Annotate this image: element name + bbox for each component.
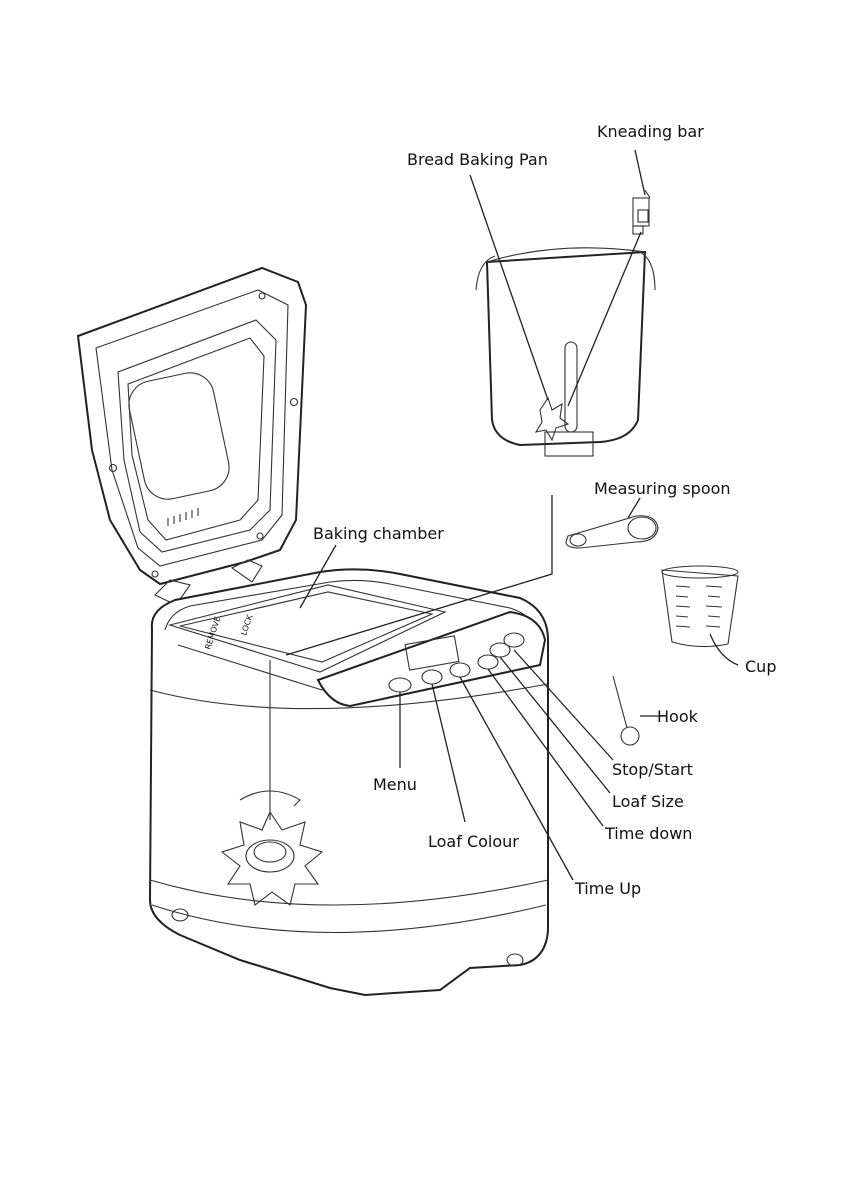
callout-labels: Kneading bar Bread Baking Pan Measuring … — [313, 122, 776, 898]
kneading-shaft — [220, 660, 324, 906]
measuring-cup-part — [661, 565, 739, 648]
measuring-spoon-part — [565, 515, 659, 549]
bread-baking-pan — [475, 247, 656, 457]
kneading-bar-label: Kneading bar — [597, 122, 704, 141]
stop-start-label: Stop/Start — [612, 760, 693, 779]
lid-vent-slots — [167, 508, 199, 526]
time-down-label: Time down — [604, 824, 692, 843]
baking-chamber-label: Baking chamber — [313, 524, 444, 543]
bread-baking-pan-label: Bread Baking Pan — [407, 150, 548, 169]
lcd-display — [404, 635, 460, 671]
measuring-spoon-label: Measuring spoon — [594, 479, 731, 498]
menu-label: Menu — [373, 775, 417, 794]
time-up-label: Time Up — [574, 879, 641, 898]
loaf-size-label: Loaf Size — [612, 792, 684, 811]
loaf-colour-label: Loaf Colour — [428, 832, 519, 851]
lid — [76, 266, 308, 586]
kneading-bar-part — [632, 189, 651, 235]
hook-label: Hook — [657, 707, 699, 726]
stop-start-button[interactable] — [503, 632, 525, 648]
cup-gradations — [675, 585, 723, 628]
lid-window — [128, 372, 230, 500]
hook-part — [612, 675, 640, 746]
leader-lines — [285, 149, 739, 881]
cup-label: Cup — [745, 657, 776, 676]
